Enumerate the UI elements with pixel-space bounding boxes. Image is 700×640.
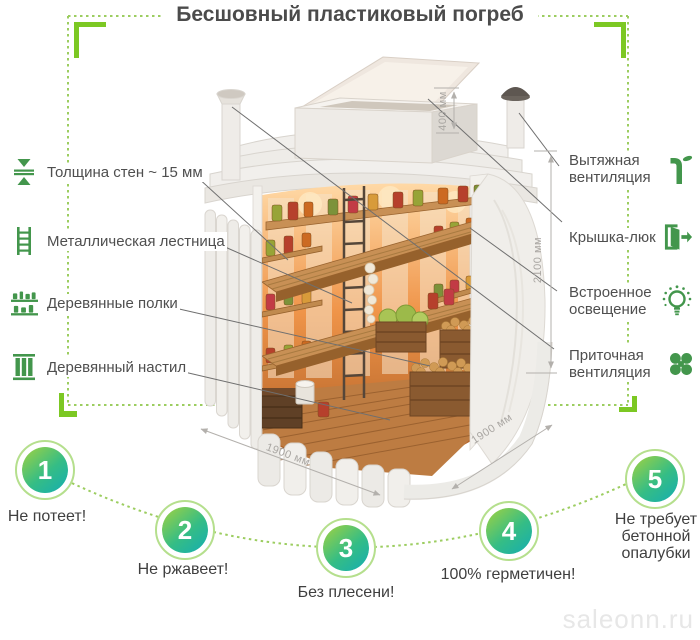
label-wood-flooring-text: Деревянный настил: [45, 357, 189, 377]
hatch-door-icon: [663, 224, 693, 250]
label-exhaust-ventilation-line2: вентиляция: [569, 169, 651, 186]
feature-label-1: Не потеет!: [7, 508, 87, 525]
label-hatch-cover-line1: Крышка-люк: [569, 228, 656, 246]
shelves-icon: [10, 290, 38, 317]
page-title-wrap: Бесшовный пластиковый погреб: [0, 3, 700, 27]
slab-jars: [427, 288, 455, 310]
cabbage-crate: [375, 304, 429, 353]
supply-vent-pipe: [216, 89, 246, 181]
exhaust-vent-icon: [666, 154, 693, 184]
page-title: Бесшовный пластиковый погреб: [162, 3, 538, 27]
supply-vent-icon: [669, 352, 693, 376]
feature-number-3: 3: [338, 532, 354, 563]
feature-label-5: Не требует бетонной опалубки: [614, 511, 698, 562]
label-wood-shelves-text: Деревянные полки: [45, 293, 180, 313]
label-wood-flooring: Деревянный настил: [10, 352, 189, 382]
label-wood-shelves: Деревянные полки: [10, 288, 180, 318]
label-hatch-cover: Крышка-люк: [567, 219, 693, 255]
dimension-cellar-height: 2100 мм: [532, 237, 544, 283]
label-metal-ladder: Металлическая лестница: [10, 226, 227, 256]
dimension-annotations: [200, 87, 557, 496]
feature-number-4: 4: [501, 515, 517, 546]
label-metal-ladder-text: Металлическая лестница: [45, 231, 227, 251]
left-ribbed-wall: [204, 209, 262, 450]
watermark: saleonn.ru: [562, 604, 694, 634]
hatch-neck: [294, 97, 478, 164]
feature-number-1: 1: [37, 454, 53, 485]
feature-badge-2: 2: [155, 500, 215, 560]
frame-corner-brackets: [59, 22, 637, 417]
wall-thickness-icon: [10, 158, 38, 186]
feature-badge-4: 4: [479, 501, 539, 561]
label-supply-ventilation-line2: вентиляция: [569, 364, 651, 381]
label-builtin-lighting-line1: Встроенное: [569, 284, 652, 301]
feature-badge-5: 5: [625, 449, 685, 509]
feature-label-4: 100% герметичен!: [440, 566, 576, 583]
label-builtin-lighting: Встроенное освещение: [567, 283, 693, 319]
feature-badge-3: 3: [316, 518, 376, 578]
feature-number-2: 2: [177, 514, 193, 545]
ladder-icon: [10, 227, 38, 255]
garlic-braid: [363, 262, 379, 324]
exhaust-vent-pipe: [501, 87, 530, 149]
label-builtin-lighting-line2: освещение: [569, 301, 647, 318]
label-wall-thickness: Толщина стен ~ 15 мм: [10, 157, 205, 187]
feature-label-3: Без плесени!: [297, 584, 395, 601]
label-wall-thickness-text: Толщина стен ~ 15 мм: [45, 162, 205, 182]
label-exhaust-ventilation-line1: Вытяжная: [569, 152, 640, 169]
feature-label-2: Не ржавеет!: [137, 561, 229, 578]
top-shelf-jars: [265, 184, 487, 231]
dimension-hatch-height: 400 мм: [437, 91, 449, 131]
lighting-icon: [661, 285, 693, 317]
feature-badge-1: 1: [15, 440, 75, 500]
feature-number-5: 5: [647, 463, 663, 494]
label-supply-ventilation: Приточная вентиляция: [567, 346, 693, 382]
frame-dotted-border: [67, 15, 629, 406]
cellar-body: [204, 56, 553, 508]
planks-icon: [10, 352, 38, 382]
right-curved-wall: [469, 173, 546, 465]
features-connector-line: [44, 469, 656, 549]
leader-lines: [165, 98, 563, 421]
label-exhaust-ventilation: Вытяжная вентиляция: [567, 151, 693, 187]
label-supply-ventilation-line1: Приточная: [569, 347, 644, 364]
